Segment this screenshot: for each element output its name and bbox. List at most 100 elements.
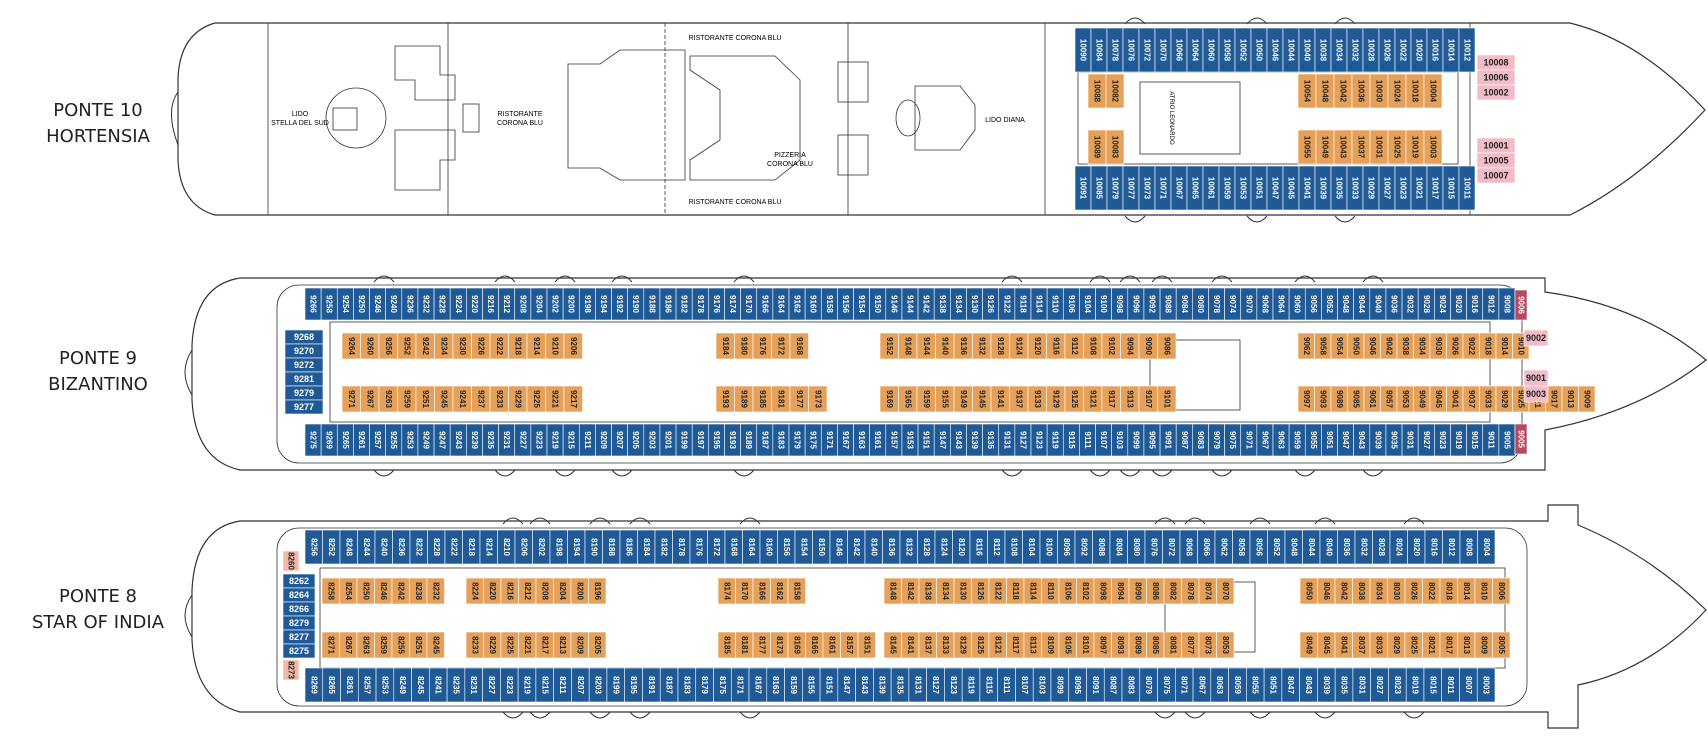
cabin-8118[interactable]: 8118 <box>1006 577 1025 605</box>
cabin-8151[interactable]: 8151 <box>857 631 876 659</box>
cabin-8030[interactable]: 8030 <box>1387 577 1406 605</box>
cabin-8251[interactable]: 8251 <box>409 631 428 659</box>
cabin-8039[interactable]: 8039 <box>1317 667 1336 703</box>
cabin-8256[interactable]: 8256 <box>304 529 323 565</box>
cabin-8216[interactable]: 8216 <box>500 577 519 605</box>
cabin-8133[interactable]: 8133 <box>936 631 955 659</box>
cabin-9215[interactable]: 9215 <box>562 423 580 457</box>
cabin-10007[interactable]: 10007 <box>1476 167 1516 184</box>
cabin-9279[interactable]: 9279 <box>284 385 324 401</box>
cabin-8018[interactable]: 8018 <box>1439 577 1458 605</box>
cabin-8088[interactable]: 8088 <box>1092 529 1111 565</box>
cabin-8014[interactable]: 8014 <box>1457 577 1476 605</box>
cabin-8273[interactable]: 8273 <box>282 659 300 681</box>
cabin-8113[interactable]: 8113 <box>1023 631 1042 659</box>
cabin-8028[interactable]: 8028 <box>1372 529 1391 565</box>
cabin-8172[interactable]: 8172 <box>707 529 726 565</box>
cabin-9192[interactable]: 9192 <box>611 287 628 321</box>
cabin-8150[interactable]: 8150 <box>812 529 831 565</box>
cabin-8093[interactable]: 8093 <box>1111 631 1130 659</box>
cabin-8219[interactable]: 8219 <box>517 667 537 703</box>
cabin-9119[interactable]: 9119 <box>1046 423 1064 457</box>
cabin-10089[interactable]: 10089 <box>1087 129 1107 165</box>
cabin-8080[interactable]: 8080 <box>1127 529 1146 565</box>
cabin-8119[interactable]: 8119 <box>961 667 981 703</box>
cabin-8186[interactable]: 8186 <box>619 529 638 565</box>
cabin-10011[interactable]: 10011 <box>1458 165 1476 211</box>
cabin-8260[interactable]: 8260 <box>282 550 300 572</box>
cabin-8275[interactable]: 8275 <box>282 643 316 659</box>
cabin-9054[interactable]: 9054 <box>1330 332 1348 360</box>
cabin-8015[interactable]: 8015 <box>1423 667 1443 703</box>
cabin-10001[interactable]: 10001 <box>1476 137 1516 154</box>
cabin-8198[interactable]: 8198 <box>549 529 568 565</box>
cabin-8134[interactable]: 8134 <box>936 577 955 605</box>
cabin-8114[interactable]: 8114 <box>1023 577 1042 605</box>
cabin-8100[interactable]: 8100 <box>1039 529 1058 565</box>
cabin-8132[interactable]: 8132 <box>899 529 918 565</box>
cabin-8177[interactable]: 8177 <box>752 631 771 659</box>
cabin-8042[interactable]: 8042 <box>1334 577 1353 605</box>
cabin-8007[interactable]: 8007 <box>1459 667 1478 703</box>
cabin-9220[interactable]: 9220 <box>466 287 483 321</box>
cabin-8050[interactable]: 8050 <box>1299 577 1318 605</box>
cabin-9006[interactable]: 9006 <box>1514 289 1528 321</box>
cabin-9116[interactable]: 9116 <box>1046 332 1066 360</box>
cabin-8019[interactable]: 8019 <box>1405 667 1425 703</box>
cabin-8011[interactable]: 8011 <box>1441 667 1460 703</box>
cabin-8155[interactable]: 8155 <box>802 667 821 703</box>
cabin-10017[interactable]: 10017 <box>1426 165 1444 211</box>
cabin-8075[interactable]: 8075 <box>1157 667 1176 703</box>
cabin-9188[interactable]: 9188 <box>643 287 661 321</box>
cabin-8095[interactable]: 8095 <box>1068 667 1087 703</box>
cabin-8110[interactable]: 8110 <box>1041 577 1060 605</box>
cabin-8142[interactable]: 8142 <box>847 529 866 565</box>
cabin-8025[interactable]: 8025 <box>1404 631 1423 659</box>
cabin-8245[interactable]: 8245 <box>411 667 430 703</box>
cabin-8105[interactable]: 8105 <box>1058 631 1077 659</box>
cabin-9173[interactable]: 9173 <box>808 385 828 413</box>
cabin-8205[interactable]: 8205 <box>588 631 607 659</box>
cabin-8115[interactable]: 8115 <box>979 667 998 703</box>
cabin-8141[interactable]: 8141 <box>901 631 920 659</box>
cabin-8214[interactable]: 8214 <box>479 529 498 565</box>
cabin-8062[interactable]: 8062 <box>1214 529 1233 565</box>
cabin-8164[interactable]: 8164 <box>742 529 761 565</box>
cabin-8204[interactable]: 8204 <box>553 577 572 605</box>
cabin-10051[interactable]: 10051 <box>1250 165 1268 211</box>
cabin-9111[interactable]: 9111 <box>1079 423 1096 457</box>
cabin-8238[interactable]: 8238 <box>409 577 428 605</box>
cabin-9236[interactable]: 9236 <box>401 287 419 321</box>
cabin-8265[interactable]: 8265 <box>322 667 341 703</box>
cabin-8263[interactable]: 8263 <box>356 631 375 659</box>
cabin-8145[interactable]: 8145 <box>883 631 902 659</box>
cabin-8235[interactable]: 8235 <box>446 667 466 703</box>
cabin-8217[interactable]: 8217 <box>535 631 554 659</box>
cabin-8046[interactable]: 8046 <box>1317 577 1336 605</box>
cabin-8249[interactable]: 8249 <box>393 667 412 703</box>
cabin-10079[interactable]: 10079 <box>1106 165 1124 211</box>
cabin-8097[interactable]: 8097 <box>1093 631 1112 659</box>
cabin-8023[interactable]: 8023 <box>1388 667 1407 703</box>
cabin-8231[interactable]: 8231 <box>464 667 483 703</box>
cabin-8085[interactable]: 8085 <box>1146 631 1165 659</box>
cabin-8137[interactable]: 8137 <box>918 631 937 659</box>
cabin-8066[interactable]: 8066 <box>1197 529 1216 565</box>
cabin-8047[interactable]: 8047 <box>1281 667 1300 703</box>
cabin-8009[interactable]: 8009 <box>1474 631 1493 659</box>
cabin-8161[interactable]: 8161 <box>822 631 841 659</box>
cabin-9043[interactable]: 9043 <box>1353 423 1371 457</box>
cabin-8269[interactable]: 8269 <box>304 667 324 703</box>
cabin-9147[interactable]: 9147 <box>933 423 951 457</box>
cabin-10032[interactable]: 10032 <box>1346 27 1364 73</box>
cabin-8139[interactable]: 8139 <box>873 667 892 703</box>
cabin-8067[interactable]: 8067 <box>1192 667 1212 703</box>
cabin-8151[interactable]: 8151 <box>819 667 839 703</box>
cabin-8168[interactable]: 8168 <box>724 529 743 565</box>
cabin-8171[interactable]: 8171 <box>730 667 750 703</box>
cabin-10083[interactable]: 10083 <box>1105 129 1125 165</box>
cabin-8127[interactable]: 8127 <box>926 667 945 703</box>
cabin-8146[interactable]: 8146 <box>829 529 848 565</box>
cabin-8209[interactable]: 8209 <box>570 631 589 659</box>
cabin-8055[interactable]: 8055 <box>1246 667 1265 703</box>
